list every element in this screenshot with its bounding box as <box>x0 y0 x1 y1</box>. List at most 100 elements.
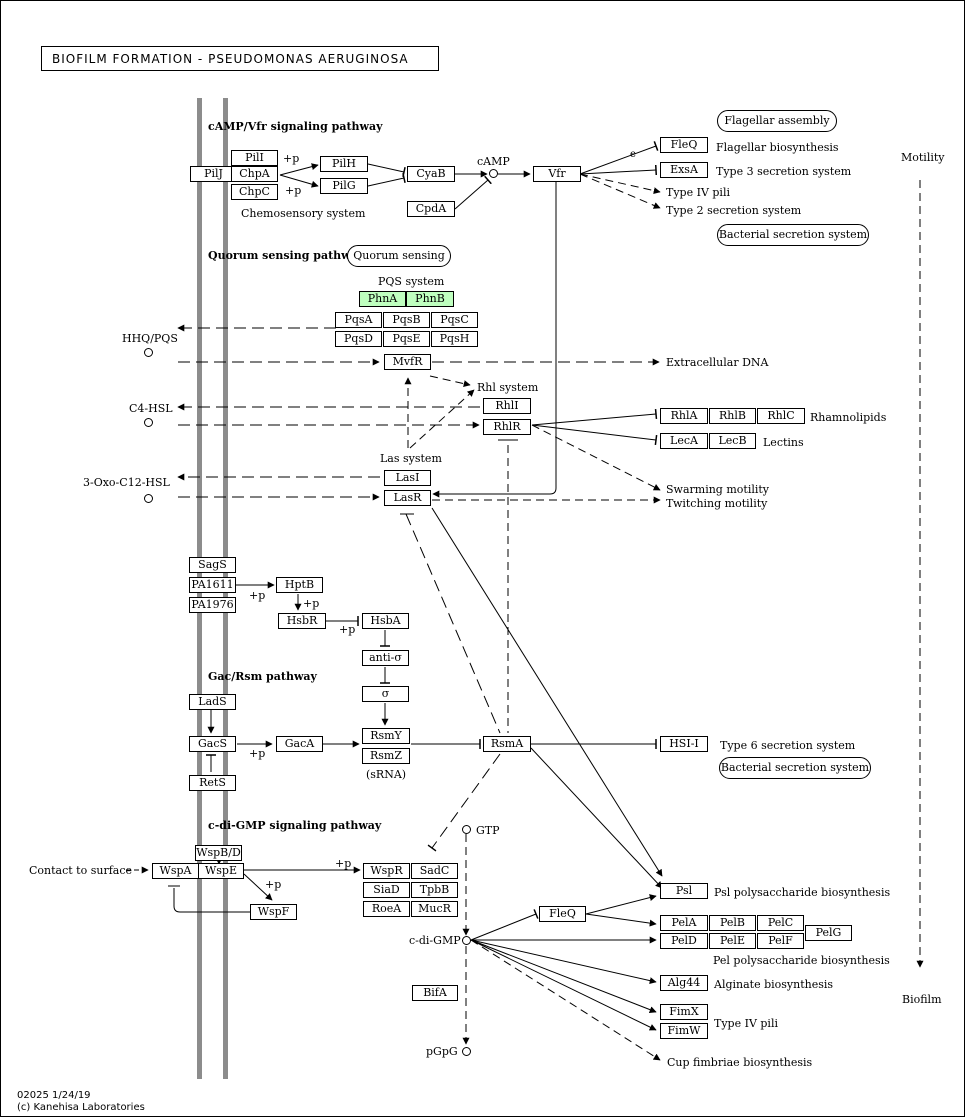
gene-chpC[interactable]: ChpC <box>231 184 278 200</box>
gene-pelD[interactable]: PelD <box>660 933 708 949</box>
map-quorum-sensing[interactable]: Quorum sensing <box>347 245 451 267</box>
gene-alg44[interactable]: Alg44 <box>660 975 708 991</box>
gene-pilG[interactable]: PilG <box>320 178 368 194</box>
compound-3-oxo-c12-hsl[interactable] <box>144 494 153 503</box>
compound-c4-hsl[interactable] <box>144 418 153 427</box>
map-bacterial-secretion[interactable]: Bacterial secretion system <box>717 224 869 246</box>
mark-p-2: +p <box>285 184 302 197</box>
gene-phnA[interactable]: PhnA <box>359 291 406 307</box>
gene-pqsD[interactable]: PqsD <box>335 331 382 347</box>
gene-pa1976[interactable]: PA1976 <box>189 597 236 613</box>
map-bacterial-secretion-2[interactable]: Bacterial secretion system <box>719 757 871 779</box>
label-biofilm: Biofilm <box>902 993 942 1006</box>
gene-sigma[interactable]: σ <box>362 686 409 702</box>
gene-rhlA[interactable]: RhlA <box>660 408 708 424</box>
gene-wspR[interactable]: WspR <box>363 863 410 879</box>
section-gac-rsm: Gac/Rsm pathway <box>208 670 317 683</box>
label-pqs-system: PQS system <box>378 275 445 288</box>
gene-wspE[interactable]: WspE <box>198 863 244 879</box>
gene-rsmZ[interactable]: RsmZ <box>362 748 410 764</box>
label-t6ss: Type 6 secretion system <box>720 739 856 752</box>
label-twitching: Twitching motility <box>666 497 768 510</box>
gene-cyaB[interactable]: CyaB <box>407 166 455 182</box>
gene-mvfR[interactable]: MvfR <box>384 354 431 370</box>
gene-wspF[interactable]: WspF <box>250 904 297 920</box>
label-rhl-system: Rhl system <box>477 381 539 394</box>
gene-pa1611[interactable]: PA1611 <box>189 577 236 593</box>
label-psl-biosynthesis: Psl polysaccharide biosynthesis <box>714 886 891 899</box>
gene-retS[interactable]: RetS <box>189 775 236 791</box>
gene-fleQ-top[interactable]: FleQ <box>660 137 708 153</box>
gene-anti-sigma[interactable]: anti-σ <box>362 650 409 666</box>
gene-pelE[interactable]: PelE <box>709 933 756 949</box>
gene-pqsA[interactable]: PqsA <box>335 312 382 328</box>
gene-pqsC[interactable]: PqsC <box>431 312 478 328</box>
mark-p-6: +p <box>249 747 266 760</box>
gene-chpA[interactable]: ChpA <box>231 166 278 182</box>
section-camp-vfr: cAMP/Vfr signaling pathway <box>208 120 383 133</box>
gene-wspA[interactable]: WspA <box>152 863 199 879</box>
gene-lasI[interactable]: LasI <box>384 470 431 486</box>
mark-p-7: +p <box>335 857 352 870</box>
gene-pilJ[interactable]: PilJ <box>190 166 237 182</box>
gene-hptB[interactable]: HptB <box>276 577 323 593</box>
gene-pelF[interactable]: PelF <box>757 933 804 949</box>
gene-vfr[interactable]: Vfr <box>533 166 581 182</box>
gene-fleQ-bottom[interactable]: FleQ <box>539 906 586 922</box>
label-t2ss: Type 2 secretion system <box>666 204 802 217</box>
label-camp: cAMP <box>477 155 510 168</box>
gene-exsA[interactable]: ExsA <box>660 162 708 178</box>
gene-roeA[interactable]: RoeA <box>363 901 410 917</box>
gene-siaD[interactable]: SiaD <box>363 882 410 898</box>
gene-bifA[interactable]: BifA <box>412 985 458 1001</box>
gene-fimW[interactable]: FimW <box>660 1023 708 1039</box>
gene-ladS[interactable]: LadS <box>189 694 236 710</box>
gene-fimX[interactable]: FimX <box>660 1004 708 1020</box>
compound-gtp[interactable] <box>462 825 471 834</box>
gene-pqsB[interactable]: PqsB <box>383 312 430 328</box>
gene-pqsE[interactable]: PqsE <box>383 331 430 347</box>
compound-pgpg[interactable] <box>462 1047 471 1056</box>
gene-pilI[interactable]: PilI <box>231 150 278 166</box>
gene-hsbR[interactable]: HsbR <box>278 613 326 629</box>
label-srna: (sRNA) <box>366 768 407 781</box>
gene-pelA[interactable]: PelA <box>660 915 708 931</box>
gene-tpbB[interactable]: TpbB <box>411 882 458 898</box>
map-flagellar-assembly[interactable]: Flagellar assembly <box>717 110 837 132</box>
gene-hsi-i[interactable]: HSI-I <box>660 736 708 752</box>
gene-rsmA[interactable]: RsmA <box>483 736 531 752</box>
gene-phnB[interactable]: PhnB <box>406 291 454 307</box>
gene-mucR[interactable]: MucR <box>411 901 458 917</box>
gene-pilH[interactable]: PilH <box>320 156 368 172</box>
gene-rhlB[interactable]: RhlB <box>709 408 756 424</box>
gene-pelC[interactable]: PelC <box>757 915 804 931</box>
gene-rhlI[interactable]: RhlI <box>483 398 531 414</box>
gene-wspBD[interactable]: WspB/D <box>195 845 242 861</box>
gene-pelG[interactable]: PelG <box>805 925 852 941</box>
gene-gacA[interactable]: GacA <box>276 736 323 752</box>
gene-sadC[interactable]: SadC <box>411 863 458 879</box>
section-quorum-sensing: Quorum sensing pathway <box>208 249 365 262</box>
gene-hsbA[interactable]: HsbA <box>362 613 409 629</box>
gene-lecA[interactable]: LecA <box>660 433 708 449</box>
gene-lasR[interactable]: LasR <box>384 490 431 506</box>
gene-cpdA[interactable]: CpdA <box>407 201 455 217</box>
gene-rhlR[interactable]: RhlR <box>483 419 531 435</box>
gene-rsmY[interactable]: RsmY <box>362 728 410 744</box>
gene-pelB[interactable]: PelB <box>709 915 756 931</box>
label-alginate: Alginate biosynthesis <box>714 978 834 991</box>
compound-hhq-pqs[interactable] <box>144 348 153 357</box>
gene-gacS[interactable]: GacS <box>189 736 236 752</box>
gene-lecB[interactable]: LecB <box>709 433 756 449</box>
label-gtp: GTP <box>476 824 500 837</box>
gene-sagS[interactable]: SagS <box>189 557 236 573</box>
compound-camp[interactable] <box>489 169 498 178</box>
mark-p-1: +p <box>283 152 300 165</box>
section-cdigmp: c-di-GMP signaling pathway <box>208 819 382 832</box>
gene-psl[interactable]: Psl <box>660 883 708 899</box>
label-pel-biosynthesis: Pel polysaccharide biosynthesis <box>713 954 890 967</box>
gene-pqsH[interactable]: PqsH <box>431 331 478 347</box>
gene-rhlC[interactable]: RhlC <box>757 408 805 424</box>
compound-c-di-gmp[interactable] <box>462 936 471 945</box>
